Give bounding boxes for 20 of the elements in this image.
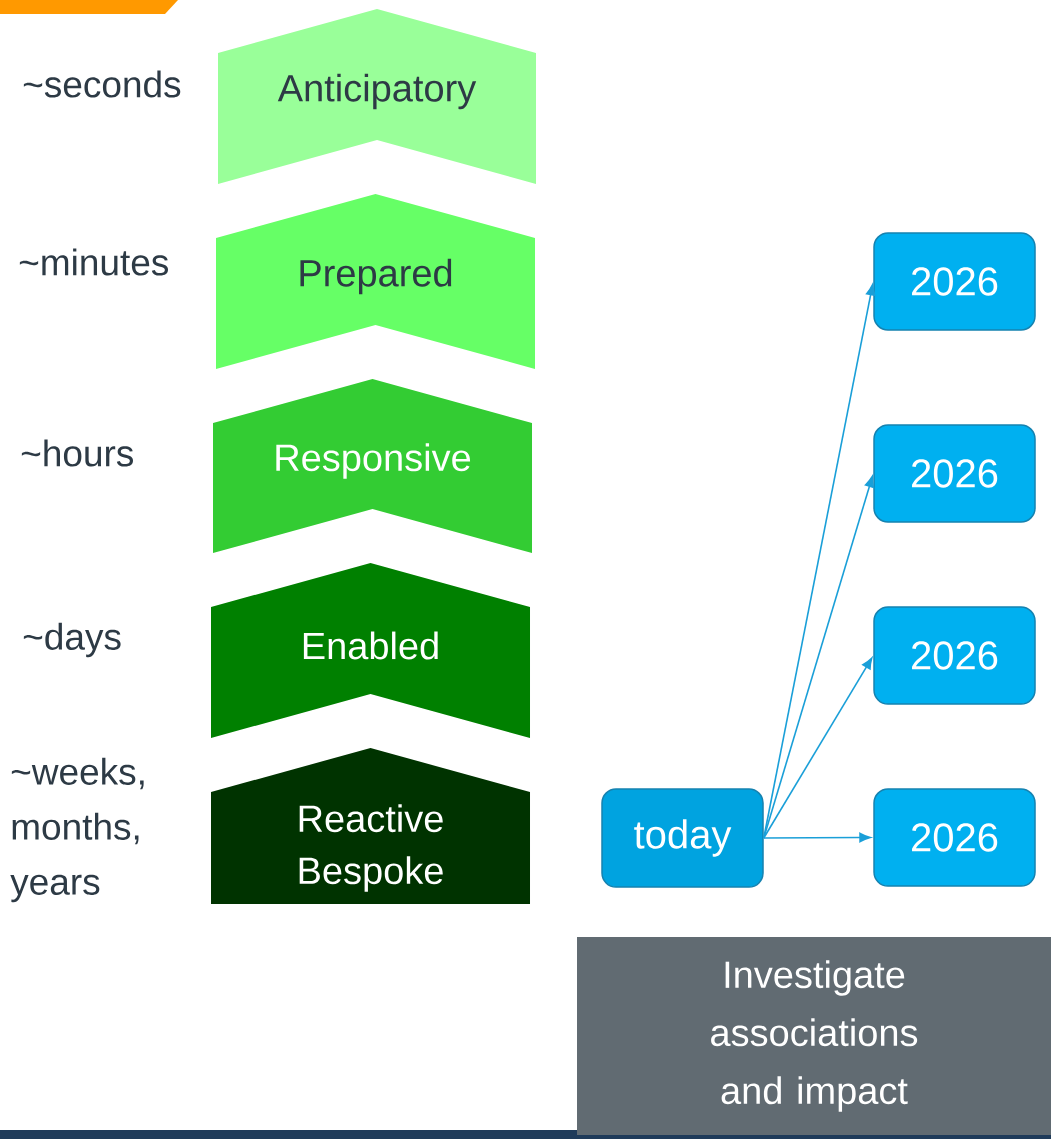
level-block: Responsive	[213, 379, 532, 553]
time-label: ~minutes	[19, 248, 168, 276]
level-block: Anticipatory	[218, 9, 536, 184]
time-label: ~seconds	[23, 70, 181, 98]
arrow	[762, 657, 873, 839]
time-label: ~hours	[21, 439, 133, 467]
rounded-box: 2026	[873, 788, 1036, 887]
text-box: Investigate associations and impact	[577, 937, 1051, 1135]
level-block: Enabled	[211, 563, 530, 738]
arrow	[762, 283, 876, 839]
rounded-box: today	[601, 788, 764, 888]
rounded-box: 2026	[873, 424, 1036, 523]
rounded-box: 2026	[873, 232, 1036, 331]
arrow	[762, 832, 871, 843]
level-block: Prepared	[216, 194, 535, 369]
rounded-box: 2026	[873, 606, 1036, 705]
time-label: ~days	[23, 622, 121, 658]
time-label: ~weeks, months, years	[10, 757, 144, 903]
arrow	[762, 475, 875, 839]
level-block: Reactive Bespoke	[211, 748, 530, 904]
